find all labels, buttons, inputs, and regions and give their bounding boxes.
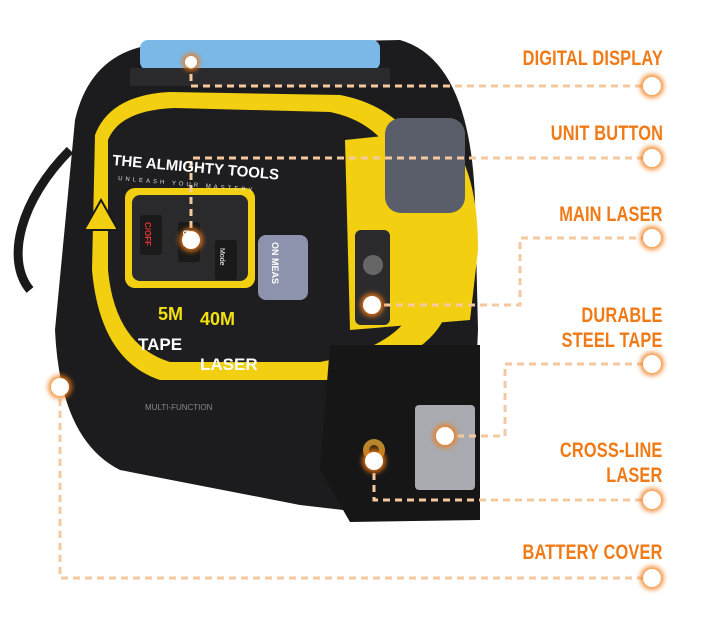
tape-label: TAPE — [138, 335, 182, 354]
mode-button[interactable] — [215, 240, 237, 280]
button-label-unit: Unit — [181, 230, 190, 246]
tape-spec: 5M — [158, 304, 183, 324]
laser-label: LASER — [200, 355, 258, 374]
button-label-mode: Mode — [218, 248, 225, 266]
callout-lines — [58, 62, 652, 580]
callout-label-digital-display: DIGITAL DISPLAY — [522, 47, 663, 70]
callout-dots — [51, 56, 661, 587]
callout-label-battery-cover: BATTERY COVER — [522, 541, 663, 564]
grip-text: MULTI-FUNCTION — [145, 403, 213, 412]
digital-display — [140, 40, 380, 70]
callout-label-unit-button: UNIT BUTTON — [550, 122, 663, 145]
callout-label-main-laser: MAIN LASER — [559, 203, 663, 226]
button-label-off: C/OFF — [143, 222, 152, 246]
power-button[interactable] — [140, 215, 162, 255]
laser-warning-icon — [82, 197, 120, 231]
laser-spec: 40M — [200, 309, 235, 329]
button-label-measure: ON MEAS — [270, 242, 280, 284]
measure-button[interactable] — [258, 235, 308, 300]
